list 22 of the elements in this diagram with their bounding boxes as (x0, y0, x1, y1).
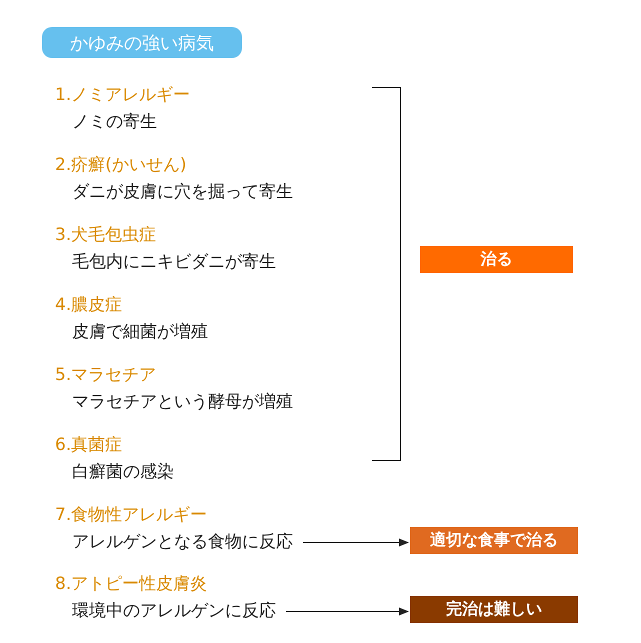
result-box: 完治は難しい (410, 596, 578, 623)
disease-heading: 6.真菌症 (55, 435, 124, 455)
disease-description: 白癬菌の感染 (72, 462, 174, 482)
disease-heading: 8.アトピー性皮膚炎 (55, 574, 208, 594)
disease-heading: 4.膿皮症 (55, 295, 124, 315)
arrow (302, 538, 409, 546)
disease-heading: 2.疥癬(かいせん) (55, 155, 188, 175)
disease-description: 毛包内にニキビダニが寄生 (72, 252, 276, 272)
disease-description: ノミの寄生 (72, 112, 158, 132)
result-box: 治る (420, 246, 573, 273)
disease-heading: 7.食物性アレルギー (55, 505, 208, 525)
arrow (286, 608, 409, 616)
disease-heading: 5.マラセチア (55, 365, 158, 385)
title-badge: かゆみの強い病気 (42, 27, 242, 58)
disease-description: マラセチアという酵母が増殖 (72, 392, 293, 412)
disease-heading: 1.ノミアレルギー (55, 85, 190, 105)
disease-description: 皮膚で細菌が増殖 (72, 322, 208, 342)
disease-description: アレルゲンとなる食物に反応 (72, 532, 293, 552)
disease-description: ダニが皮膚に穴を掘って寄生 (72, 182, 293, 202)
result-box: 適切な食事で治る (410, 527, 578, 554)
disease-description: 環境中のアレルゲンに反応 (72, 601, 276, 621)
disease-heading: 3.犬毛包虫症 (55, 225, 158, 245)
